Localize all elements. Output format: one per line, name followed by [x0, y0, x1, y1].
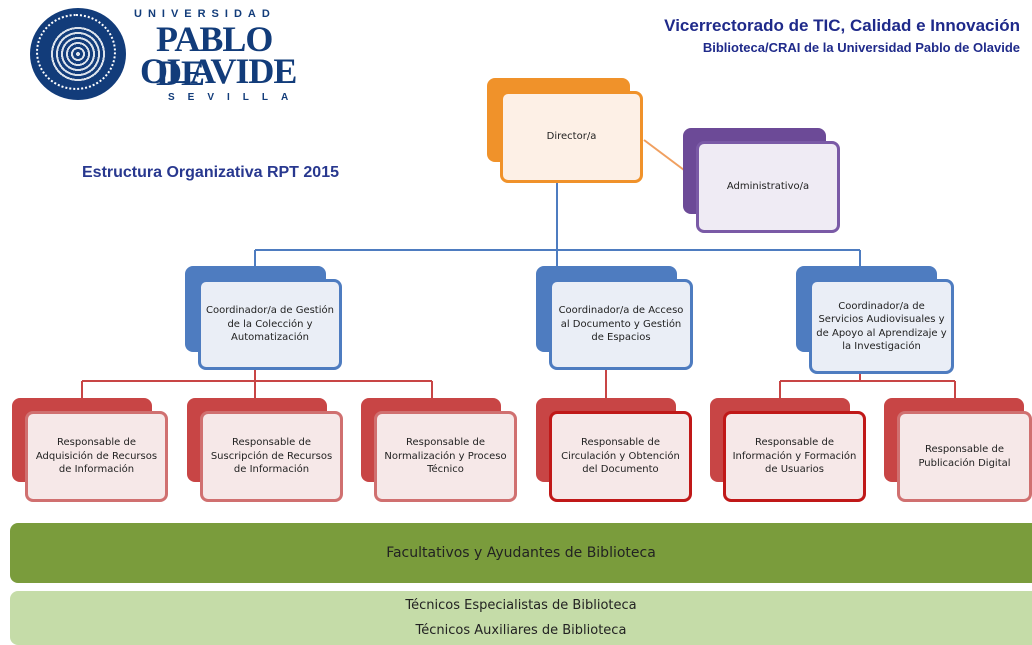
- node-coord-servicios-label: Coordinador/a de Servicios Audiovisuales…: [809, 279, 954, 374]
- node-administrativo: Administrativo/a: [683, 128, 840, 233]
- node-resp-adquisicion-label: Responsable de Adquisición de Recursos d…: [25, 411, 168, 502]
- node-resp-adquisicion: Responsable de Adquisición de Recursos d…: [12, 398, 168, 502]
- chart-title: Estructura Organizativa RPT 2015: [82, 164, 339, 181]
- connector-director-admin: [643, 139, 685, 171]
- node-coord-acceso: Coordinador/a de Acceso al Documento y G…: [536, 266, 693, 370]
- band-facultativos: Facultativos y Ayudantes de Biblioteca: [10, 523, 1032, 583]
- logo-universidad: UNIVERSIDAD: [134, 8, 276, 20]
- node-coord-coleccion: Coordinador/a de Gestión de la Colección…: [185, 266, 342, 370]
- band-auxiliares: Técnicos Auxiliares de Biblioteca: [415, 623, 627, 638]
- node-resp-normalizacion-label: Responsable de Normalización y Proceso T…: [374, 411, 517, 502]
- logo-sevilla: SEVILLA: [168, 92, 302, 103]
- logo-emblem-icon: [30, 8, 126, 100]
- node-administrativo-label: Administrativo/a: [696, 141, 840, 233]
- header-biblioteca: Biblioteca/CRAI de la Universidad Pablo …: [702, 40, 1020, 55]
- university-logo: UNIVERSIDAD PABLO DE OLAVIDE SEVILLA: [30, 6, 297, 106]
- node-resp-publicacion: Responsable de Publicación Digital: [884, 398, 1032, 502]
- node-coord-servicios: Coordinador/a de Servicios Audiovisuales…: [796, 266, 954, 374]
- node-coord-acceso-label: Coordinador/a de Acceso al Documento y G…: [549, 279, 693, 370]
- node-resp-publicacion-label: Responsable de Publicación Digital: [897, 411, 1032, 502]
- band-especialistas: Técnicos Especialistas de Biblioteca: [405, 598, 637, 613]
- node-resp-circulacion-label: Responsable de Circulación y Obtención d…: [549, 411, 692, 502]
- node-resp-informacion-label: Responsable de Información y Formación d…: [723, 411, 866, 502]
- logo-pablo: PABLO DE: [156, 19, 273, 93]
- node-coord-coleccion-label: Coordinador/a de Gestión de la Colección…: [198, 279, 342, 370]
- band-tecnicos: Técnicos Especialistas de Biblioteca Téc…: [10, 591, 1032, 645]
- logo-olavide: OLAVIDE: [140, 51, 297, 91]
- header-vicerrectorado: Vicerrectorado de TIC, Calidad e Innovac…: [664, 16, 1020, 35]
- node-resp-circulacion: Responsable de Circulación y Obtención d…: [536, 398, 692, 502]
- node-resp-suscripcion: Responsable de Suscripción de Recursos d…: [187, 398, 343, 502]
- node-director-label: Director/a: [500, 91, 643, 183]
- node-resp-suscripcion-label: Responsable de Suscripción de Recursos d…: [200, 411, 343, 502]
- node-director: Director/a: [487, 78, 644, 183]
- node-resp-informacion: Responsable de Información y Formación d…: [710, 398, 866, 502]
- node-resp-normalizacion: Responsable de Normalización y Proceso T…: [361, 398, 517, 502]
